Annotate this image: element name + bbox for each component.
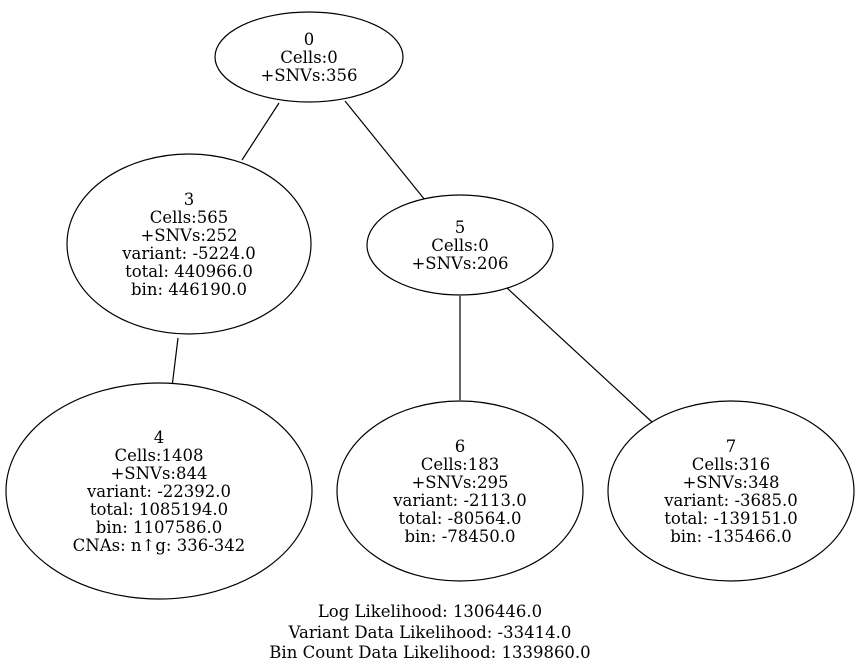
node-stat-label: +SNVs:844 xyxy=(110,464,207,483)
node-ellipse xyxy=(366,194,554,296)
node-stat-label: total: -139151.0 xyxy=(664,509,797,528)
node-ellipse xyxy=(5,382,313,600)
node-stat-label: +SNVs:348 xyxy=(682,473,779,492)
node-stat-label: total: 1085194.0 xyxy=(90,500,228,519)
node-layer: 0Cells:0+SNVs:3563Cells:565+SNVs:252vari… xyxy=(5,11,855,600)
node-id-label: 5 xyxy=(455,218,466,237)
node-stat-label: +SNVs:356 xyxy=(260,66,357,85)
node-stat-label: variant: -3685.0 xyxy=(663,491,798,510)
log-likelihood-label: Log Likelihood: 1306446.0 xyxy=(318,602,542,621)
edge-layer xyxy=(171,100,653,423)
node-stat-label: +SNVs:252 xyxy=(140,226,237,245)
node-ellipse xyxy=(66,153,312,335)
node-stat-label: bin: 1107586.0 xyxy=(96,518,223,537)
node-stat-label: bin: -135466.0 xyxy=(670,527,792,546)
node-stat-label: Cells:0 xyxy=(280,48,337,67)
variant-likelihood-label: Variant Data Likelihood: -33414.0 xyxy=(288,623,572,642)
node-stat-label: bin: -78450.0 xyxy=(404,527,515,546)
node-stat-label: +SNVs:295 xyxy=(411,473,508,492)
node-stat-label: +SNVs:206 xyxy=(411,254,508,273)
node-stat-label: variant: -5224.0 xyxy=(121,244,256,263)
node-stat-label: bin: 446190.0 xyxy=(131,280,247,299)
node-stat-label: total: -80564.0 xyxy=(399,509,522,528)
node-stat-label: CNAs: n↑g: 336-342 xyxy=(73,536,246,555)
node-id-label: 0 xyxy=(304,30,315,49)
edge-0-5 xyxy=(344,100,426,201)
node-ellipse xyxy=(214,11,404,103)
node-stat-label: Cells:565 xyxy=(150,208,228,227)
node-stat-label: Cells:316 xyxy=(692,455,770,474)
node-id-label: 6 xyxy=(455,437,466,456)
edge-0-3 xyxy=(241,102,280,161)
node-ellipse xyxy=(607,400,855,582)
node-stat-label: total: 440966.0 xyxy=(125,262,253,281)
node-stat-label: variant: -2113.0 xyxy=(392,491,527,510)
bin-count-likelihood-label: Bin Count Data Likelihood: 1339860.0 xyxy=(269,643,590,662)
node-ellipse xyxy=(336,400,584,582)
node-stat-label: variant: -22392.0 xyxy=(86,482,231,501)
node-id-label: 3 xyxy=(184,190,195,209)
edge-5-7 xyxy=(506,287,653,423)
node-stat-label: Cells:183 xyxy=(421,455,499,474)
node-id-label: 7 xyxy=(726,437,737,456)
node-stat-label: Cells:1408 xyxy=(115,446,204,465)
edge-3-4 xyxy=(171,337,179,388)
node-id-label: 4 xyxy=(154,428,165,447)
node-stat-label: Cells:0 xyxy=(431,236,488,255)
likelihood-summary: Log Likelihood: 1306446.0 Variant Data L… xyxy=(269,602,590,662)
